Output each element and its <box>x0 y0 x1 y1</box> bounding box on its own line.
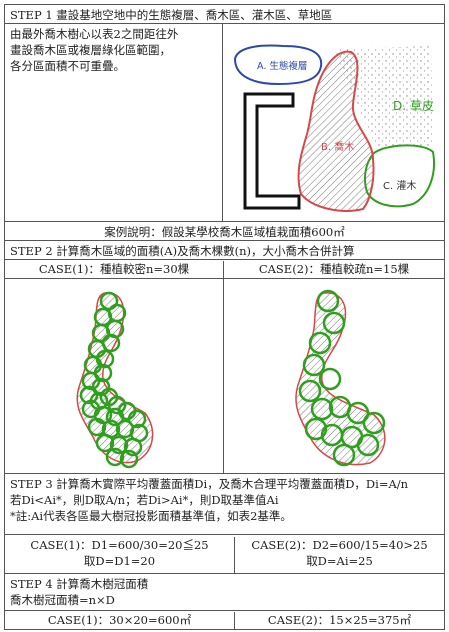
tree-canopy-2 <box>322 311 346 335</box>
step4-description: STEP 4 計算喬木樹冠面積 喬木樹冠面積=n×D <box>4 573 445 611</box>
tree-canopy-16 <box>107 395 127 415</box>
step2-title: STEP 2 計算喬木區域的面積(A)及喬木棵數(n)，大小喬木合併計算 <box>4 240 445 260</box>
zone-d-label: D. 草皮 <box>393 99 434 113</box>
step1-title: STEP 1 畫設基地空地中的生態複層、喬木區、灌木區、草地區 <box>4 4 445 24</box>
step3-case2-line-1: CASE(2)：D2=600/15=40>25 <box>251 538 428 552</box>
zone-c-shrub <box>364 144 435 208</box>
tree-canopy-5 <box>318 367 342 391</box>
tree-canopy-21 <box>127 409 147 429</box>
step1-text-line-1: 由最外喬木樹心以表2之間距往外 <box>10 27 179 41</box>
zone-b-label: B. 喬木 <box>321 140 354 153</box>
tree-canopy-4 <box>302 353 326 377</box>
step3-case2-line-2: 取D=Ai=25 <box>306 554 373 568</box>
step2-case1-label: CASE(1)：種植較密n=30棵 <box>5 261 224 279</box>
zone-a-eco <box>233 44 323 86</box>
tree-canopy-26 <box>95 433 115 453</box>
case1-tree-diagram <box>5 279 224 473</box>
zone-a-label: A. 生態複層 <box>257 60 307 72</box>
step1-text: 由最外喬木樹心以表2之間距往外 畫設喬木區或複層綠化區範圍， 各分區面積不可重疊… <box>5 24 223 221</box>
step3-case2: CASE(2)：D2=600/15=40>25 取D=Ai=25 <box>235 537 444 573</box>
tree-canopy-28 <box>123 437 143 457</box>
example-note: 案例說明：假設某學校喬木區域植栽面積600㎡ <box>4 221 445 241</box>
zone-c-label: C. 灌木 <box>383 180 416 192</box>
step1-text-line-2: 畫設喬木區或複層綠化區範圍， <box>10 43 171 57</box>
step2-case-labels: CASE(1)：種植較密n=30棵 CASE(2)：種植較疏n=15棵 <box>4 259 445 279</box>
case2-tree-diagram <box>224 279 444 473</box>
tree-canopy-10 <box>362 411 386 435</box>
step4-case1: CASE(1)：30×20=600㎡ <box>5 612 235 630</box>
zoning-diagram: A. 生態複層 B. 喬木 C. 灌木 D. 草皮 <box>223 24 444 221</box>
tree-canopy-27 <box>109 435 129 455</box>
tree-canopy-11 <box>81 371 101 391</box>
zoning-diagram-svg: A. 生態複層 B. 喬木 C. 灌木 D. 草皮 <box>233 44 435 212</box>
step3-case1-line-2: 取D=D1=20 <box>83 554 156 568</box>
step1-text-line-3: 各分區面積不可重疊。 <box>10 59 125 73</box>
case1-trees <box>79 291 149 469</box>
step4-formula: 喬木樹冠面積=n×D <box>10 593 115 607</box>
step2-case2-label: CASE(2)：種植較疏n=15棵 <box>258 262 410 276</box>
step3-line-2: 若Di<Ai*，則D取A/n；若Di>Ai*，則D取基準值Ai <box>10 493 279 507</box>
tree-canopy-6 <box>298 379 322 403</box>
tree-canopy-15 <box>332 443 356 467</box>
step3-line-1: STEP 3 計算喬木實際平均覆蓋面積Di，及喬木合理平均覆蓋面積D，Di=A/… <box>10 477 409 491</box>
zone-b-tree <box>297 50 375 212</box>
step3-case1: CASE(1)：D1=600/30=20≦25 取D=D1=20 <box>5 537 235 573</box>
tree-canopy-14 <box>356 433 380 457</box>
case2-trees <box>298 289 386 467</box>
case1-tree-svg <box>76 291 154 469</box>
step3-cases: CASE(1)：D1=600/30=20≦25 取D=D1=20 CASE(2)… <box>4 534 445 574</box>
step2-images <box>4 278 445 474</box>
step4-cases: CASE(1)：30×20=600㎡ CASE(2)：15×25=375㎡ <box>4 610 445 630</box>
step4-case2: CASE(2)：15×25=375㎡ <box>267 613 412 627</box>
step3-description: STEP 3 計算喬木實際平均覆蓋面積Di，及喬木合理平均覆蓋面積D，Di=A/… <box>4 473 445 535</box>
tree-canopy-9 <box>346 401 370 425</box>
step3-line-3: *註:Ai代表各區最大樹冠投影面積基準值，如表2基準。 <box>10 509 292 523</box>
step3-case1-line-1: CASE(1)：D1=600/30=20≦25 <box>30 538 209 552</box>
tree-canopy-3 <box>308 331 332 355</box>
step1-body: 由最外喬木樹心以表2之間距往外 畫設喬木區或複層綠化區範圍， 各分區面積不可重疊… <box>4 23 445 222</box>
tree-canopy-30 <box>119 449 139 469</box>
tree-canopy-13 <box>79 385 99 405</box>
tree-canopy-1 <box>316 289 340 313</box>
step4-title: STEP 4 計算喬木樹冠面積 <box>10 577 149 591</box>
tree-canopy-11 <box>304 417 328 441</box>
tree-canopy-29 <box>105 447 125 467</box>
tree-canopy-22 <box>87 417 107 437</box>
building <box>243 92 301 210</box>
tree-canopy-7 <box>310 397 334 421</box>
case2-tree-svg <box>295 289 386 467</box>
document-table: STEP 1 畫設基地空地中的生態複層、喬木區、灌木區、草地區 由最外喬木樹心以… <box>4 4 445 630</box>
zone-d-grass <box>335 46 433 164</box>
